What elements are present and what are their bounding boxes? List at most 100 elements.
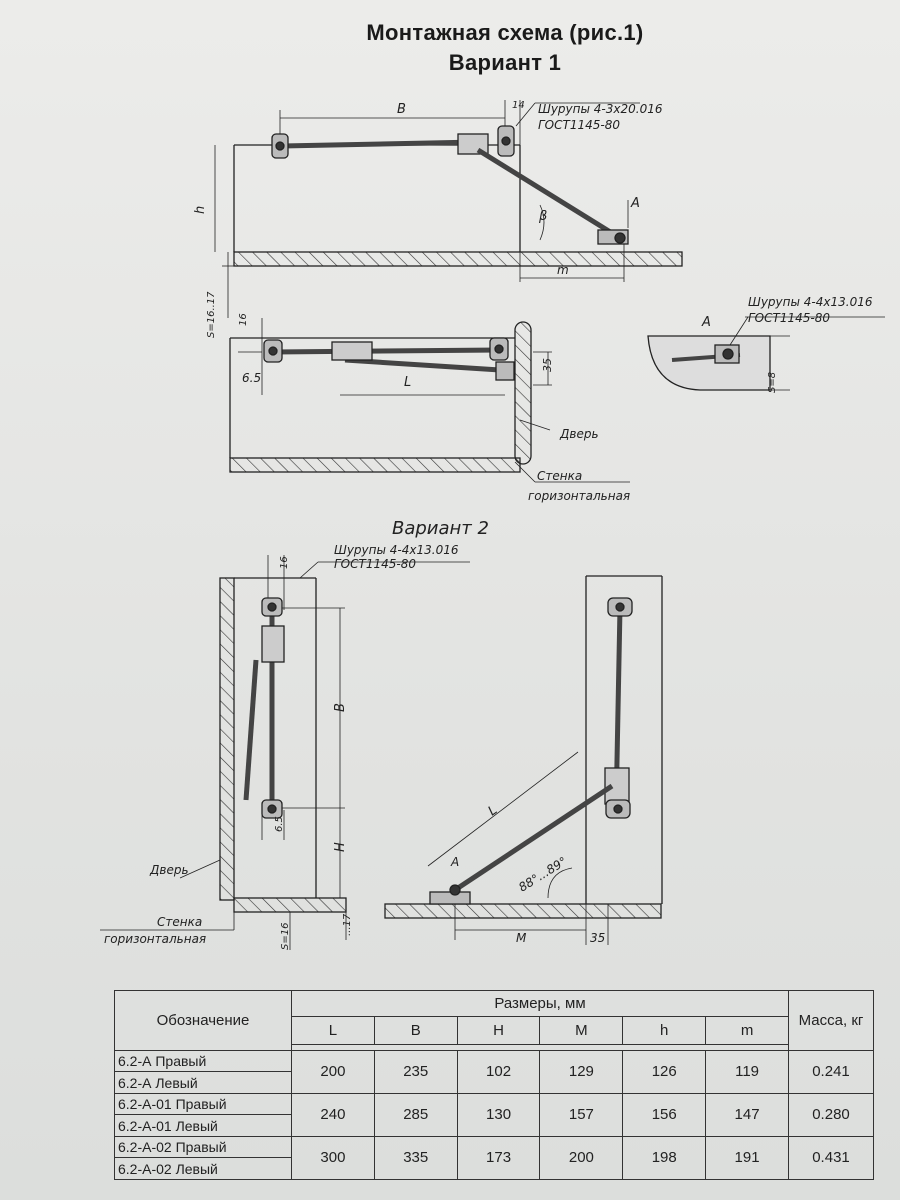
upper-arm [281, 139, 479, 149]
col-mass: Масса, кг [788, 990, 874, 1051]
dim-35: 35 [541, 358, 554, 372]
table-row: 6.2-А-01 Левый [114, 1114, 874, 1137]
label-A: A [630, 196, 640, 211]
dim-6-5: 6.5 [242, 371, 261, 385]
v2-label-door: Дверь [149, 863, 189, 877]
door-bracket [429, 891, 471, 905]
horizontal-wall [384, 903, 662, 919]
variant2-closed-labels: Шурупы 4-4х13.016 ГОСТ1145-80 16 B 6.5 H… [104, 543, 459, 950]
row-designation: 6.2-А-02 Правый [114, 1135, 292, 1159]
label-door: Дверь [559, 427, 599, 441]
variant1-front-view [229, 318, 630, 483]
dim-line-L [427, 751, 579, 867]
horizontal-wall [229, 457, 521, 473]
cell-mass: 0.241 [788, 1049, 874, 1094]
variant2-open-labels: L A 88°...89° M 35 [450, 803, 605, 945]
gost-detail: ГОСТ1145-80 [748, 311, 830, 325]
dim-16: 16 [238, 313, 249, 326]
gost-top: ГОСТ1145-80 [538, 118, 620, 132]
dim-s-side: S=16..17 [206, 291, 217, 338]
v2-gost: ГОСТ1145-80 [334, 557, 416, 571]
upper-arm [273, 347, 501, 355]
shelf-board [233, 251, 683, 267]
col-designation: Обозначение [114, 990, 292, 1051]
label-wall-1: Стенка [537, 469, 582, 483]
variant-2-heading: Вариант 2 [392, 518, 489, 539]
cell-mass: 0.431 [788, 1135, 874, 1181]
row-designation: 6.2-А Правый [114, 1049, 292, 1073]
sub-header-M: M [539, 1016, 624, 1046]
v2-label-A: A [450, 855, 459, 869]
cell-H: 130 [456, 1092, 541, 1137]
sub-header-B: B [373, 1016, 458, 1046]
v2-dim-s16: S=16 [280, 923, 291, 950]
v2-dim-17: ...17 [342, 913, 353, 936]
cell-h: 156 [622, 1092, 707, 1137]
cell-B: 335 [373, 1135, 458, 1181]
sub-header-H: H [456, 1016, 541, 1046]
horizontal-wall [233, 897, 347, 913]
detail-A-labels: A Шурупы 4-4х13.016 ГОСТ1145-80 S=8 [701, 295, 873, 393]
label-B: B [397, 102, 406, 117]
v2-label-B: B [333, 703, 348, 712]
col-sizes: Размеры, мм [291, 989, 789, 1018]
sub-header-m: m [705, 1016, 789, 1046]
door-panel [219, 577, 235, 901]
page-title: Монтажная схема (рис.1) [366, 20, 644, 45]
v2-label-H: H [333, 842, 348, 852]
cell-h: 198 [622, 1135, 707, 1181]
cell-mass: 0.280 [788, 1092, 874, 1137]
variant1-side-view [214, 100, 683, 318]
door-panel [514, 321, 532, 465]
cell-m: 191 [705, 1135, 789, 1181]
label-wall-2: горизонтальная [528, 489, 630, 503]
table-row: 6.2-А-01 Правый 240 285 130 157 156 147 … [114, 1092, 874, 1137]
detail-A-title: A [701, 315, 711, 330]
v2-angle: 88°...89° [516, 854, 569, 894]
cell-L: 240 [291, 1092, 375, 1137]
dim-14: 14 [512, 100, 525, 111]
cell-m: 119 [705, 1049, 789, 1094]
screws-spec-top: Шурупы 4-3х20.016 [538, 102, 663, 116]
lower-arm [344, 357, 501, 373]
table-row: 6.2-А Правый 200 235 102 129 126 119 0.2… [114, 1049, 874, 1094]
cell-H: 173 [456, 1135, 541, 1181]
variant1-front-labels: 16 6.5 L 35 Дверь Стенка горизонтальная [238, 313, 630, 503]
cell-B: 285 [373, 1092, 458, 1137]
v2-screws-spec: Шурупы 4-4х13.016 [334, 543, 459, 557]
variant-1-heading: Вариант 1 [448, 50, 562, 75]
cell-h: 126 [622, 1049, 707, 1094]
cell-M: 129 [539, 1049, 624, 1094]
cell-B: 235 [373, 1049, 458, 1094]
cell-L: 200 [291, 1049, 375, 1094]
lower-arm [476, 147, 622, 241]
lower-arm [453, 783, 614, 893]
variant2-closed-view [100, 555, 470, 950]
label-beta: β [538, 209, 547, 224]
label-L: L [404, 375, 411, 390]
v2-label-L: L [486, 803, 501, 819]
label-m: m [557, 263, 569, 277]
variant2-open-view [384, 575, 663, 945]
v2-dim-6-5: 6.5 [274, 816, 285, 832]
row-designation: 6.2-А-01 Правый [114, 1092, 292, 1116]
label-h: h [193, 206, 208, 214]
row-designation: 6.2-А-02 Левый [114, 1157, 292, 1180]
cell-M: 200 [539, 1135, 624, 1181]
sub-header-h: h [622, 1016, 707, 1046]
sub-header-L: L [291, 1016, 375, 1046]
cell-M: 157 [539, 1092, 624, 1137]
screws-spec-detail: Шурупы 4-4х13.016 [748, 295, 873, 309]
dimensions-table: Обозначение Размеры, мм Масса, кг L B H … [114, 989, 874, 1181]
cell-H: 102 [456, 1049, 541, 1094]
cell-m: 147 [705, 1092, 789, 1137]
v2-label-M: M [516, 931, 527, 945]
table-row: 6.2-А Левый [114, 1071, 874, 1094]
table-row: 6.2-А-02 Правый 300 335 173 200 198 191 … [114, 1135, 874, 1181]
variant1-side-labels: B 14 Шурупы 4-3х20.016 ГОСТ1145-80 h β A… [193, 100, 663, 338]
table-row: 6.2-А-02 Левый [114, 1157, 874, 1180]
v2-dim-35: 35 [590, 931, 605, 945]
row-designation: 6.2-А Левый [114, 1071, 292, 1094]
v2-dim-16: 16 [279, 556, 290, 569]
